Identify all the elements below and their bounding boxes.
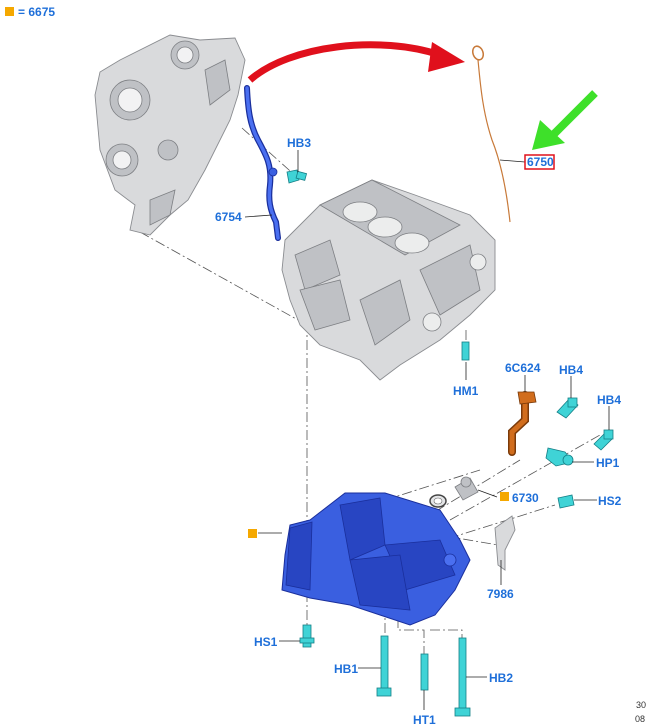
label-hb2: HB2 xyxy=(489,671,513,685)
pickup-tube-6c624[interactable] xyxy=(508,391,537,456)
corner-id-line2: 08 xyxy=(635,714,645,724)
label-hs2: HS2 xyxy=(598,494,622,508)
leader-lines xyxy=(244,150,610,710)
stud-hs1[interactable] xyxy=(299,624,315,648)
bolt-hs2[interactable] xyxy=(557,494,575,509)
bolt-hb2[interactable] xyxy=(454,637,471,717)
label-ht1: HT1 xyxy=(413,713,436,725)
label-6730: 6730 xyxy=(512,491,539,505)
label-hb1: HB1 xyxy=(334,662,358,676)
label-hb4-upper: HB4 xyxy=(559,363,583,377)
label-7986: 7986 xyxy=(487,587,514,601)
red-arrow xyxy=(247,41,465,83)
marker-oil-pan xyxy=(248,529,257,538)
corner-id-line1: 30 xyxy=(636,700,646,710)
label-hb3: HB3 xyxy=(287,136,311,150)
label-hb4-right: HB4 xyxy=(597,393,621,407)
engine-block xyxy=(281,179,496,381)
label-6750: 6750 xyxy=(527,155,554,169)
legend-marker xyxy=(5,7,14,16)
bolt-hb3[interactable] xyxy=(286,169,308,184)
label-6c624: 6C624 xyxy=(505,361,541,375)
stud-ht1[interactable] xyxy=(420,653,429,691)
stud-hm1[interactable] xyxy=(461,341,470,361)
bolt-hb4-upper[interactable] xyxy=(556,397,579,419)
dipstick-tube-6754[interactable] xyxy=(244,85,281,241)
marker-6730 xyxy=(500,492,509,501)
dipstick-6750[interactable] xyxy=(471,45,511,223)
green-arrow xyxy=(532,90,598,150)
plug-hp1[interactable] xyxy=(545,447,574,467)
highlight-box-6750 xyxy=(524,154,555,170)
label-hs1: HS1 xyxy=(254,635,278,649)
bolt-hb1[interactable] xyxy=(376,635,392,697)
drain-plug-6730[interactable] xyxy=(429,476,479,508)
label-6754: 6754 xyxy=(215,210,242,224)
label-hm1: HM1 xyxy=(453,384,479,398)
oil-pan xyxy=(281,492,471,626)
label-hp1: HP1 xyxy=(596,456,620,470)
bolt-hb4-right[interactable] xyxy=(593,429,614,451)
legend-text: = 6675 xyxy=(18,5,55,19)
timing-cover xyxy=(94,34,246,236)
bracket-7986[interactable] xyxy=(494,515,516,571)
